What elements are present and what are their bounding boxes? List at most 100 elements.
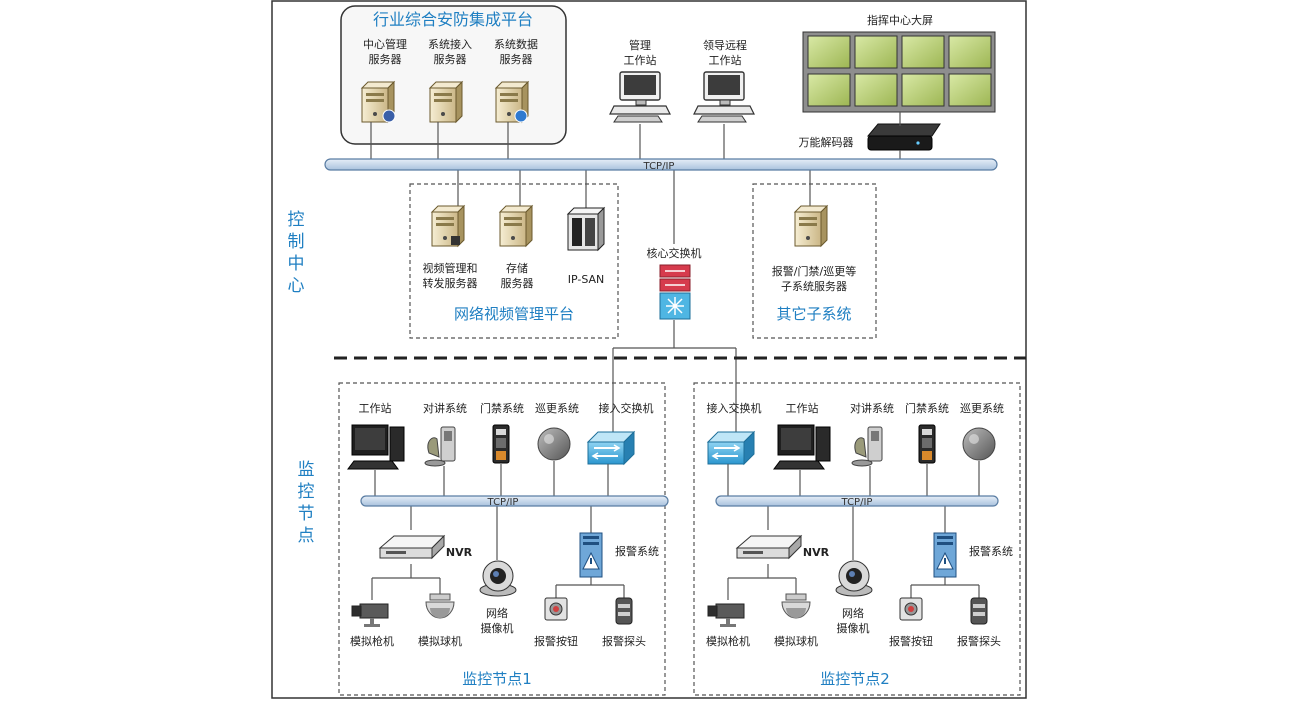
node2-bus: [715, 495, 999, 507]
management-workstation-icon: [609, 71, 671, 123]
side-char: 心: [288, 276, 305, 296]
other-systems-title: 其它子系统: [776, 305, 851, 323]
side-char: 控: [298, 482, 315, 502]
node1-door-label: 门禁系统: [480, 401, 524, 415]
node1-intercom-icon: [424, 426, 456, 467]
node1-analog-gun-camera-icon: [351, 603, 389, 628]
video-wall-icon: [802, 31, 996, 113]
node2-alarm-probe-icon: [970, 597, 988, 625]
node1-access-switch-icon: [587, 431, 635, 465]
server-label: 中心管理: [363, 37, 407, 51]
node2-analog-gun-label: 模拟枪机: [706, 634, 750, 648]
node2-analog-dome-label: 模拟球机: [774, 634, 818, 648]
node2-network-camera-icon: [835, 560, 873, 597]
monitor-node-2: 接入交换机 工作站 对讲系统 门禁系统 巡更系统: [693, 382, 1021, 696]
storage-server-label: 存储: [506, 261, 528, 275]
node2-title: 监控节点2: [820, 670, 890, 688]
storage-server-icon: [499, 205, 533, 247]
side-char: 监: [298, 460, 315, 480]
side-char: 控: [288, 210, 305, 230]
subsystem-server-label: 子系统服务器: [781, 280, 847, 293]
node1-analog-dome-label: 模拟球机: [418, 634, 462, 648]
core-switch-label: 核心交换机: [647, 246, 702, 260]
node2-nvr-icon: [736, 535, 802, 559]
subsystem-server-icon: [794, 205, 828, 247]
node2-network-camera-label: 网络: [842, 606, 864, 620]
node2-bus-label: TCP/IP: [841, 497, 873, 508]
node1-network-camera-label: 摄像机: [481, 621, 514, 635]
node1-intercom-label: 对讲系统: [423, 401, 467, 415]
node2-intercom-label: 对讲系统: [850, 401, 894, 415]
subsystem-server-label: 报警/门禁/巡更等: [772, 264, 856, 278]
decoder-icon: [866, 123, 941, 151]
server-label: 系统接入: [428, 38, 472, 51]
node2-network-camera-label: 摄像机: [837, 621, 870, 635]
server-label: 系统数据: [494, 37, 538, 51]
node2-door-label: 门禁系统: [905, 401, 949, 415]
video-platform-box: [409, 183, 619, 339]
control-connectors: [370, 112, 901, 438]
remote-workstation-icon: [693, 71, 755, 123]
node2-alarm-system-icon: [933, 532, 957, 578]
workstation-label: 工作站: [709, 53, 742, 67]
node1-alarm-probe-label: 报警探头: [602, 634, 646, 648]
node1-bus-label: TCP/IP: [487, 497, 519, 508]
node1-network-camera-label: 网络: [486, 606, 508, 620]
system-access-server-icon: [429, 81, 463, 123]
workstation-label: 管理: [629, 38, 651, 52]
node1-workstation-label: 工作站: [359, 401, 392, 415]
ip-san-icon: [566, 206, 606, 252]
node1-alarm-button-icon: [544, 597, 568, 621]
storage-server-label: 服务器: [501, 277, 534, 290]
video-server-label: 视频管理和: [423, 261, 478, 275]
tcpip-backbone: [324, 158, 998, 171]
node1-title: 监控节点1: [462, 670, 532, 688]
node1-access-switch-label: 接入交换机: [599, 401, 654, 415]
node1-nvr-icon: [379, 535, 445, 559]
control-center-side-label: 控 制 中 心: [288, 210, 305, 296]
node1-alarm-button-label: 报警按钮: [534, 634, 578, 648]
node2-intercom-icon: [851, 426, 883, 467]
monitor-node-1: 工作站 对讲系统 门禁系统 巡更系统 接入交换机: [338, 382, 669, 696]
server-label: 服务器: [500, 53, 533, 66]
node2-access-switch-icon: [707, 431, 755, 465]
node2-analog-gun-camera-icon: [707, 603, 745, 628]
integrated-platform-title: 行业综合安防集成平台: [373, 10, 533, 29]
node1-workstation-icon: [347, 424, 405, 470]
video-server-label: 转发服务器: [423, 276, 478, 290]
ip-san-label: IP-SAN: [568, 273, 605, 286]
node2-alarm-button-label: 报警按钮: [889, 634, 933, 648]
globe-badge-icon: [382, 109, 396, 123]
node2-patrol-label: 巡更系统: [960, 402, 1004, 415]
monitor-node-side-label: 监 控 节 点: [298, 460, 315, 546]
node2-alarm-system-label: 报警系统: [969, 544, 1013, 558]
node2-workstation-label: 工作站: [786, 401, 819, 415]
node1-alarm-system-label: 报警系统: [615, 544, 659, 558]
node1-analog-dome-camera-icon: [425, 593, 455, 619]
backbone-label: TCP/IP: [643, 161, 675, 172]
node2-workstation-icon: [773, 424, 831, 470]
other-systems-box: [752, 183, 877, 339]
diagram-frame: [271, 0, 1027, 699]
node1-bus: [360, 495, 669, 507]
node-1-box: [338, 382, 666, 696]
node2-access-switch-label: 接入交换机: [707, 401, 762, 415]
server-label: 服务器: [434, 53, 467, 66]
node2-door-access-icon: [918, 424, 936, 464]
node1-nvr-label: NVR: [446, 546, 473, 559]
side-char: 节: [298, 504, 315, 524]
node2-patrol-icon: [962, 427, 996, 461]
node1-analog-gun-label: 模拟枪机: [350, 634, 394, 648]
side-char: 中: [288, 254, 305, 274]
side-char: 点: [298, 526, 315, 546]
video-platform-title: 网络视频管理平台: [454, 305, 574, 323]
node2-nvr-label: NVR: [803, 546, 830, 559]
database-badge-icon: [514, 109, 528, 123]
node1-alarm-probe-icon: [615, 597, 633, 625]
workstation-label: 领导远程: [703, 39, 747, 52]
side-char: 制: [288, 232, 305, 252]
video-badge-icon: [451, 236, 460, 245]
node-2-box: [693, 382, 1021, 696]
decoder-label: 万能解码器: [799, 135, 854, 149]
